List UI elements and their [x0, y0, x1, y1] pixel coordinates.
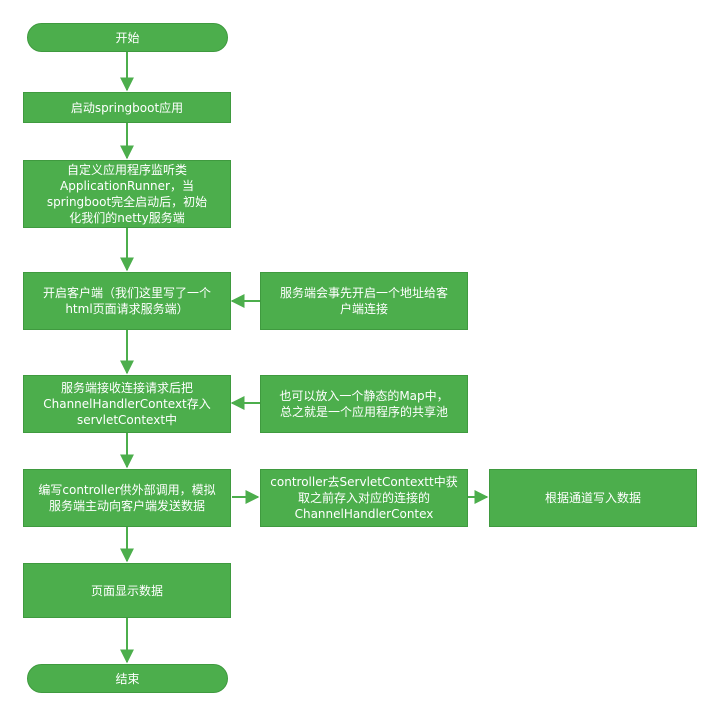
node-write-data: 根据通道写入数据: [489, 469, 697, 527]
node-static-map-note: 也可以放入一个静态的Map中， 总之就是一个应用程序的共享池: [260, 375, 468, 433]
node-store-context: 服务端接收连接请求后把 ChannelHandlerContext存入 serv…: [23, 375, 231, 433]
node-end: 结束: [27, 664, 228, 693]
node-application-runner: 自定义应用程序监听类 ApplicationRunner，当 springboo…: [23, 160, 231, 228]
node-open-client: 开启客户端（我们这里写了一个 html页面请求服务端）: [23, 272, 231, 330]
node-server-address: 服务端会事先开启一个地址给客 户端连接: [260, 272, 468, 330]
node-launch-springboot: 启动springboot应用: [23, 92, 231, 123]
node-controller: 编写controller供外部调用，模拟 服务端主动向客户端发送数据: [23, 469, 231, 527]
node-display-data: 页面显示数据: [23, 563, 231, 618]
node-get-context: controller去ServletContextt中获 取之前存入对应的连接的…: [260, 469, 468, 527]
node-start: 开始: [27, 23, 228, 52]
